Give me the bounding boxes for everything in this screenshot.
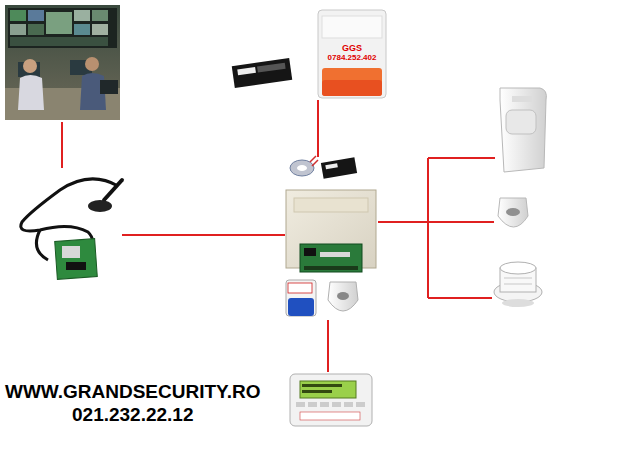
- control-room-photo: [5, 5, 120, 120]
- siren-and-batteries-part: [322, 16, 382, 38]
- wires: [62, 100, 495, 372]
- siren-and-batteries-part: [325, 163, 338, 169]
- alarm-panel: [286, 190, 376, 272]
- control-room-photo-part: [74, 24, 90, 35]
- keypad-part: [302, 384, 342, 387]
- control-room-photo-part: [10, 10, 26, 21]
- siren-and-batteries-part: [321, 157, 357, 179]
- detectors-part: [502, 299, 534, 307]
- detectors-part: [504, 278, 532, 284]
- siren-and-batteries-part: [232, 58, 292, 88]
- panel-accessories-part: [328, 282, 358, 311]
- phone-label: 021.232.22.12: [72, 404, 194, 426]
- panel-accessories-part: [288, 298, 314, 316]
- wires-part: [317, 100, 319, 157]
- alarm-panel-part: [300, 244, 362, 272]
- control-room-photo-part: [10, 24, 26, 35]
- gsm-communicator-part: [88, 200, 112, 212]
- control-room-photo-part: [28, 24, 44, 35]
- siren-label: GGS0784.252.402: [317, 42, 387, 64]
- alarm-panel-part: [294, 198, 368, 212]
- siren-and-batteries-part: [237, 67, 256, 75]
- control-room-photo-part: [10, 37, 108, 46]
- alarm-panel-part: [304, 266, 358, 270]
- detectors-part: [506, 110, 536, 134]
- keypad-part: [296, 402, 305, 407]
- siren-and-batteries-part: [318, 10, 386, 98]
- keypad-part: [290, 374, 372, 426]
- siren-and-batteries-part: [310, 156, 318, 166]
- panel-accessories: [286, 280, 358, 316]
- alarm-panel-part: [304, 248, 316, 256]
- alarm-panel-part: [320, 252, 350, 257]
- gsm-communicator-part: [36, 230, 48, 260]
- control-room-photo-part: [85, 57, 99, 71]
- keypad-part: [332, 402, 341, 407]
- panel-accessories-part: [288, 283, 312, 293]
- detectors-part: [500, 262, 536, 274]
- detectors-part: [506, 208, 520, 216]
- wires-part: [327, 320, 329, 372]
- siren-and-batteries-part: [297, 165, 307, 171]
- gsm-communicator-part: [62, 246, 80, 258]
- keypad-part: [344, 402, 353, 407]
- wires-part: [427, 158, 429, 298]
- keypad-part: [320, 402, 329, 407]
- siren-and-batteries-part: [322, 68, 382, 96]
- control-room-photo-part: [74, 10, 90, 21]
- siren-and-batteries: [232, 10, 386, 179]
- control-room-photo-part: [8, 8, 117, 48]
- control-room-photo-part: [46, 12, 72, 34]
- wires-part: [428, 297, 492, 299]
- control-room-photo-part: [23, 59, 37, 73]
- control-room-photo-part: [28, 10, 44, 21]
- detectors: [494, 88, 546, 307]
- control-room-photo-part: [92, 24, 108, 35]
- wires-part: [122, 234, 285, 236]
- wires-part: [378, 221, 428, 223]
- wires-part: [428, 221, 494, 223]
- panel-accessories-part: [286, 280, 316, 316]
- gsm-communicator: [21, 179, 122, 279]
- siren-and-batteries-part: [257, 63, 286, 73]
- panel-accessories-part: [337, 292, 349, 300]
- detectors-part: [512, 96, 532, 102]
- siren-text: GGS: [319, 43, 385, 53]
- wires-part: [428, 157, 495, 159]
- wires-part: [61, 122, 63, 168]
- keypad-part: [300, 381, 356, 398]
- siren-text: 0784.252.402: [319, 53, 385, 62]
- siren-and-batteries-part: [322, 80, 382, 96]
- keypad-part: [300, 412, 360, 420]
- gsm-communicator-part: [55, 239, 98, 280]
- gsm-communicator-part: [104, 180, 122, 200]
- website-label: WWW.GRANDSECURITY.RO: [5, 381, 260, 403]
- control-room-photo-part: [18, 75, 44, 110]
- keypad-part: [308, 402, 317, 407]
- keypad: [290, 374, 372, 426]
- keypad-part: [302, 390, 332, 393]
- detectors-part: [500, 88, 546, 172]
- control-room-photo-part: [100, 80, 118, 94]
- gsm-communicator-part: [66, 262, 86, 270]
- control-room-photo-part: [5, 5, 120, 120]
- control-room-photo-part: [92, 10, 108, 21]
- keypad-part: [356, 402, 365, 407]
- detectors-part: [498, 198, 528, 227]
